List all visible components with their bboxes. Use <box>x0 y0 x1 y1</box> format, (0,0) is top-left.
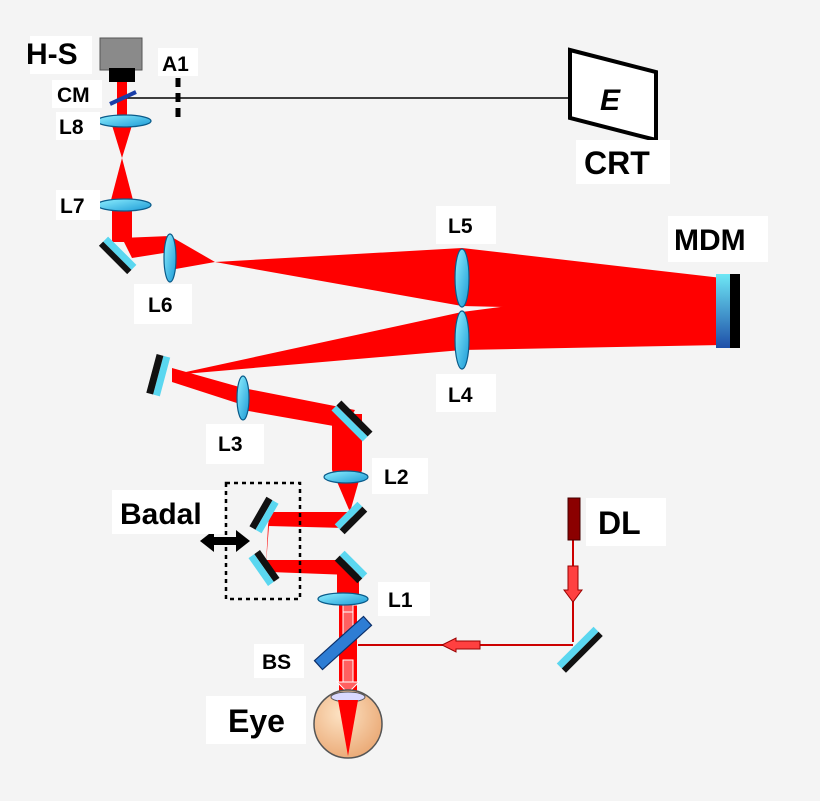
beam-mirror-l6 <box>122 236 170 258</box>
lens-l5 <box>454 248 470 308</box>
label-crt: CRT <box>584 145 650 181</box>
label-bg-a1 <box>158 48 198 76</box>
label-l5: L5 <box>448 215 473 238</box>
mirror-before-l1 <box>334 550 368 584</box>
eye-beam <box>338 700 358 756</box>
beam-mdm-l4 <box>462 278 722 350</box>
beam-badal-cross <box>266 512 270 565</box>
camera-lens <box>109 68 135 82</box>
label-bg-l6 <box>134 284 192 324</box>
label-bg-l4 <box>436 374 496 412</box>
label-bg-mdm <box>668 216 768 262</box>
beam-focus-l5 <box>215 248 462 306</box>
eye <box>313 689 383 759</box>
label-bg-cm <box>52 80 102 108</box>
label-bg-l2 <box>372 458 428 494</box>
beam-focus-l7 <box>111 158 133 200</box>
beam-badal-upper <box>268 512 355 528</box>
label-bg-l3 <box>206 424 264 464</box>
lens-l3 <box>236 375 250 421</box>
lens-l8 <box>96 114 152 128</box>
beam-splitter <box>313 615 373 671</box>
lens-l6 <box>163 233 177 283</box>
dl-down-arrow <box>563 565 583 603</box>
label-l4: L4 <box>448 384 473 407</box>
mirror-top-left <box>98 236 137 275</box>
label-l7: L7 <box>60 195 85 218</box>
label-e: E <box>600 84 621 117</box>
mirror-fold-left <box>146 354 171 397</box>
lens-l7 <box>96 198 152 212</box>
label-bg-crt <box>576 140 670 184</box>
label-l3: L3 <box>218 433 243 456</box>
label-mdm: MDM <box>674 224 746 257</box>
label-l6: L6 <box>148 294 173 317</box>
beam-l4-fold <box>172 312 462 375</box>
label-hs: H-S <box>26 38 78 71</box>
label-badal: Badal <box>120 498 202 531</box>
badal-mirror-upper <box>249 496 279 534</box>
mdm-mirror-back <box>730 274 740 348</box>
beam-down-arrow-shaft <box>342 659 354 683</box>
label-bg-bs <box>254 644 304 678</box>
label-bg-l7 <box>56 190 100 220</box>
label-l8: L8 <box>59 116 84 139</box>
beam-focus-l8 <box>111 122 133 158</box>
label-l2: L2 <box>384 466 409 489</box>
label-bg-l8 <box>56 112 100 140</box>
mirror-right-l3 <box>331 400 373 442</box>
label-bg-badal <box>112 490 224 534</box>
dl-mirror <box>556 626 603 673</box>
label-a1: A1 <box>162 53 189 76</box>
hs-camera <box>99 37 143 82</box>
lens-l1 <box>317 592 369 606</box>
label-bg-eye <box>206 696 306 744</box>
label-eye: Eye <box>228 703 285 739</box>
label-bg-hs <box>30 36 92 74</box>
camera-body <box>99 37 143 71</box>
beam-l3-mirror <box>243 388 355 428</box>
lens-l2 <box>323 470 369 484</box>
label-cm: CM <box>57 84 90 107</box>
mdm-mirror-face <box>716 274 730 348</box>
label-l1: L1 <box>388 589 413 612</box>
beam-l6-focus <box>170 236 215 270</box>
beam-badal-lower <box>266 560 350 575</box>
beam-down-arrow <box>335 681 361 694</box>
beam-path <box>111 80 722 755</box>
label-bg-l1 <box>378 582 430 616</box>
label-bg-l5 <box>436 206 496 244</box>
label-dl: DL <box>598 505 641 541</box>
mirror-after-l2 <box>334 501 368 535</box>
beam-segment-top <box>117 80 127 122</box>
label-bg-dl <box>586 498 666 546</box>
beam-fold-l3 <box>172 368 243 405</box>
badal-mirror-lower <box>248 550 280 586</box>
lens-l4 <box>454 310 470 370</box>
dl-source <box>567 497 581 541</box>
label-bs: BS <box>262 651 291 674</box>
cm-mirror <box>109 90 137 106</box>
dl-left-arrow <box>440 637 481 653</box>
badal-double-arrow <box>200 530 250 552</box>
